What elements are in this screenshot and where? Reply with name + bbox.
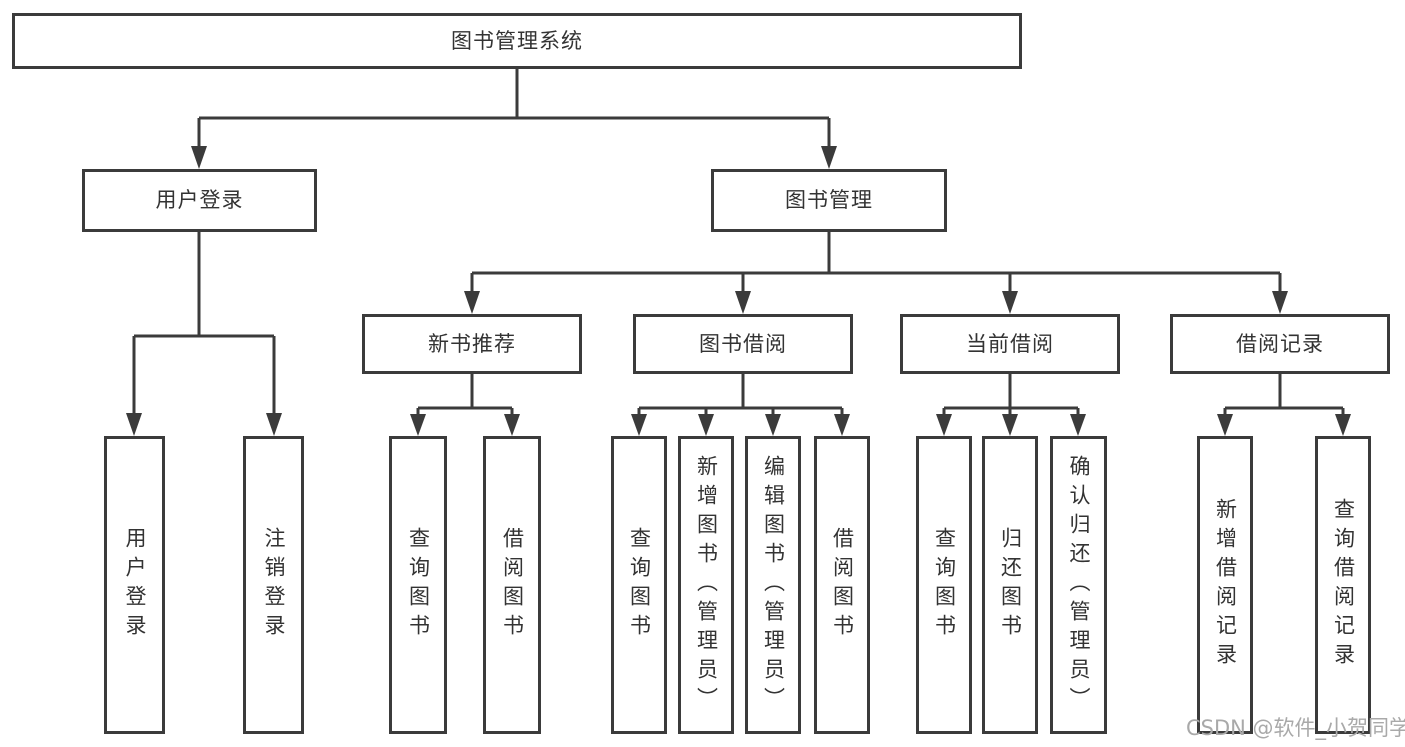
arrowhead — [1002, 414, 1018, 436]
node-user-login: 用户登录 — [82, 169, 317, 232]
connector-root-to-level2 — [197, 69, 831, 146]
connector-borrowrecords-to-leaves — [1223, 374, 1345, 417]
leaf-return-book: 归还图书 — [982, 436, 1038, 734]
arrowhead — [765, 414, 781, 436]
node-book-management: 图书管理 — [711, 169, 947, 232]
arrowhead — [464, 291, 480, 314]
arrowhead — [936, 414, 952, 436]
arrowhead — [191, 146, 207, 169]
leaf-query-books-recommend: 查询图书 — [389, 436, 447, 734]
leaf-borrow-books-recommend: 借阅图书 — [483, 436, 541, 734]
connector-newbooks-to-leaves — [416, 374, 514, 417]
node-borrow-records: 借阅记录 — [1170, 314, 1390, 374]
leaf-add-borrow-record: 新增借阅记录 — [1197, 436, 1253, 734]
leaf-query-books-borrow: 查询图书 — [611, 436, 667, 734]
connector-bookborrow-to-leaves — [637, 374, 844, 417]
leaf-edit-book-admin: 编辑图书（管理员） — [745, 436, 801, 734]
node-library-system: 图书管理系统 — [12, 13, 1022, 69]
arrowhead — [1217, 414, 1233, 436]
arrowhead — [821, 146, 837, 169]
arrowhead — [266, 413, 282, 436]
leaf-borrow-books: 借阅图书 — [814, 436, 870, 734]
connector-bookmgmt-to-level3 — [470, 232, 1282, 292]
leaf-user-login: 用户登录 — [104, 436, 165, 734]
arrowhead — [735, 291, 751, 314]
connector-currentborrow-to-leaves — [942, 374, 1080, 417]
arrowhead — [631, 414, 647, 436]
arrowhead — [1335, 414, 1351, 436]
connector-userlogin-to-leaves — [132, 232, 276, 415]
csdn-watermark: CSDN @软件_小贺同学 — [1186, 716, 1405, 740]
arrowhead — [410, 414, 426, 436]
node-current-borrow: 当前借阅 — [900, 314, 1120, 374]
arrowhead — [126, 413, 142, 436]
arrowhead — [1070, 414, 1086, 436]
node-new-book-recommend: 新书推荐 — [362, 314, 582, 374]
arrowhead — [834, 414, 850, 436]
node-book-borrow: 图书借阅 — [633, 314, 853, 374]
arrowhead — [504, 414, 520, 436]
leaf-add-book-admin: 新增图书（管理员） — [678, 436, 734, 734]
leaf-logout: 注销登录 — [243, 436, 304, 734]
leaf-query-borrow-record: 查询借阅记录 — [1315, 436, 1371, 734]
arrowhead — [698, 414, 714, 436]
leaf-query-books-current: 查询图书 — [916, 436, 972, 734]
arrowhead — [1272, 291, 1288, 314]
leaf-confirm-return-admin: 确认归还（管理员） — [1050, 436, 1107, 734]
arrowhead — [1002, 291, 1018, 314]
